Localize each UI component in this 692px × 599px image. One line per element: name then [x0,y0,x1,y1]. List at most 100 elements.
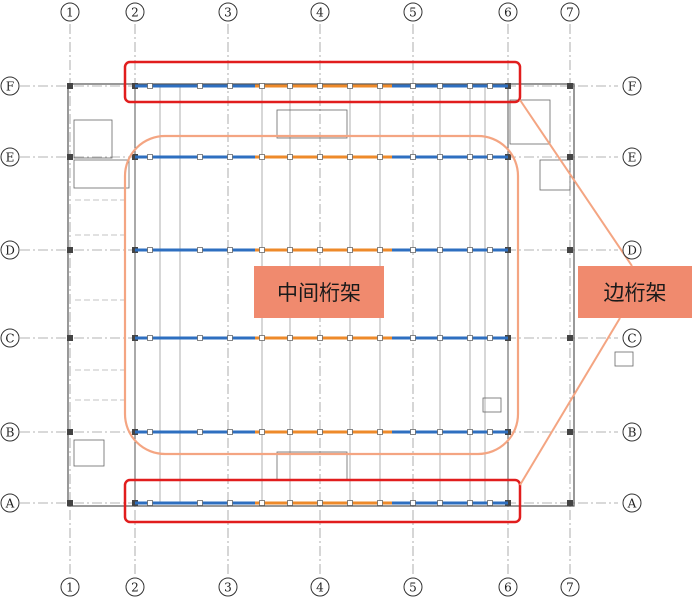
truss-node [227,83,233,89]
col-bottom-2-circle [125,577,145,597]
truss-node [287,429,293,435]
row-right-E-circle [622,147,642,167]
truss-node [147,154,153,160]
row-left-D-text: D [5,244,15,258]
truss-node [259,83,265,89]
truss-node [227,154,233,160]
room-left-bottom [73,439,105,467]
col-top-4-text: 4 [316,6,324,20]
truss-node [410,154,416,160]
truss-node [487,335,493,341]
column [567,429,573,435]
row-right-B-text: B [628,426,637,440]
col-bottom-5-circle [403,577,423,597]
truss-node [377,154,383,160]
col-top-1-circle [60,2,80,22]
truss-node [197,500,203,506]
col-top-1-text: 1 [66,6,74,20]
col-top-6-circle [498,2,518,22]
column [567,500,573,506]
col-bottom-3-text: 3 [224,581,232,595]
col-top-2-circle [125,2,145,22]
truss-node [259,247,265,253]
truss-node [317,429,323,435]
col-top-3-circle [218,2,238,22]
row-right-D-text: D [627,244,637,258]
truss-node [410,83,416,89]
row-left-A-circle [0,493,20,513]
row-left-B-text: B [6,426,15,440]
truss-node [347,154,353,160]
row-left-E-text: E [6,151,15,165]
truss-node [287,83,293,89]
row-left-C-circle [0,328,20,348]
col-bottom-1-circle [60,577,80,597]
truss-node [147,247,153,253]
truss-node [287,154,293,160]
row-right-A-circle [622,493,642,513]
room-left-2 [73,159,130,189]
truss-node [287,335,293,341]
truss-node [317,335,323,341]
row-right-F-circle [622,76,642,96]
truss-node [287,247,293,253]
truss-node [317,83,323,89]
room-right-2 [539,159,571,191]
truss-node [347,335,353,341]
truss-lines [135,83,508,506]
column [67,500,73,506]
col-top-4-circle [310,2,330,22]
truss-node [287,500,293,506]
row-right-A-text: A [627,497,637,511]
column [567,154,573,160]
truss-node [227,335,233,341]
column [567,247,573,253]
callout-line-bottom [519,317,621,486]
column [67,154,73,160]
column [567,83,573,89]
truss-node [467,154,473,160]
middle-truss-label-bg [254,266,384,318]
column [67,83,73,89]
col-bottom-7-circle [560,577,580,597]
truss-node [347,247,353,253]
room-left-top [73,119,113,159]
truss-node [347,500,353,506]
truss-node [487,429,493,435]
opening-bottom [276,451,348,481]
callout-line-top [519,99,633,267]
truss-node [487,247,493,253]
truss-node [437,83,443,89]
truss-node [317,247,323,253]
truss-node [467,83,473,89]
truss-node [259,154,265,160]
column [567,335,573,341]
truss-node [467,429,473,435]
truss-node [147,335,153,341]
col-bottom-6-circle [498,577,518,597]
truss-node [377,429,383,435]
row-left-B-circle [0,422,20,442]
row-left-F-circle [0,76,20,96]
truss-node [227,247,233,253]
truss-node [197,247,203,253]
truss-node [259,500,265,506]
truss-node [197,83,203,89]
col-top-3-text: 3 [224,6,232,20]
truss-node [197,429,203,435]
row-right-E-text: E [628,151,637,165]
truss-node [259,429,265,435]
row-right-D-circle [622,240,642,260]
edge-truss-box-top [123,60,522,104]
edge-truss-label-bg [578,266,692,318]
room-far-right [614,351,634,367]
truss-node [437,429,443,435]
truss-node [227,429,233,435]
middle-truss-outline [123,134,520,456]
col-bottom-4-circle [310,577,330,597]
room-right-small [482,397,502,413]
truss-node [410,429,416,435]
truss-node [317,154,323,160]
